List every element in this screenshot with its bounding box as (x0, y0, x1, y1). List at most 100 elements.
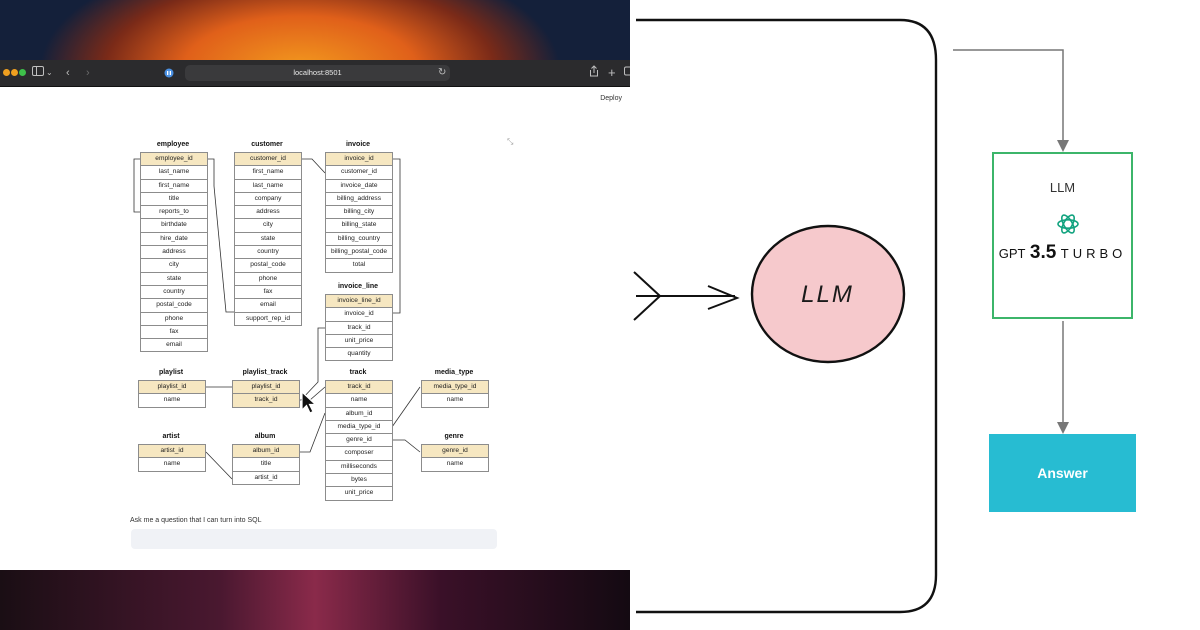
table-column: billing_country (326, 232, 392, 247)
table-column: fax (235, 285, 301, 300)
browser-window: ⌄ ‹ › localhost:8501 ↻ + Deploy ⤡ (0, 60, 630, 570)
table-column: artist_id (233, 471, 299, 485)
arrowhead-answer (1057, 422, 1069, 434)
answer-box: Answer (989, 434, 1136, 512)
table-column: customer_id (235, 153, 301, 167)
table-title-playlist-track: playlist_track (242, 369, 288, 376)
table-title-customer: customer (251, 141, 283, 148)
share-icon[interactable] (589, 65, 599, 82)
table-title-playlist: playlist (158, 369, 184, 376)
table-column: postal_code (235, 259, 301, 273)
site-info-icon[interactable] (164, 67, 174, 83)
table-title-invoice-line: invoice_line (337, 283, 379, 290)
arrowhead-llm-box (1057, 140, 1069, 152)
sidebar-toggle-icon[interactable] (32, 65, 44, 81)
table-column: birthdate (141, 219, 207, 233)
table-column: media_type_id (326, 420, 392, 435)
table-column: phone (141, 312, 207, 326)
table-column: name (139, 394, 205, 408)
chevron-down-icon[interactable]: ⌄ (46, 68, 53, 77)
table-column: billing_city (326, 206, 392, 220)
table-invoice-line: invoice_line_id invoice_id track_id unit… (325, 294, 393, 362)
reload-icon[interactable]: ↻ (438, 67, 447, 78)
table-column: first_name (141, 179, 207, 193)
table-column: billing_address (326, 192, 392, 207)
table-title-track: track (349, 369, 367, 376)
table-column: employee_id (141, 153, 207, 167)
minimize-window-button[interactable] (11, 69, 18, 76)
table-column: unit_price (326, 487, 392, 501)
loop-frame (636, 18, 938, 614)
table-column: name (326, 394, 392, 408)
table-column: invoice_date (326, 179, 392, 193)
table-column: quantity (326, 348, 392, 362)
connector-to-llm-box (953, 49, 1064, 150)
close-window-button[interactable] (3, 69, 10, 76)
table-column: city (235, 219, 301, 233)
table-playlist: playlist_id name (138, 380, 206, 408)
table-column: state (235, 232, 301, 247)
table-column: genre_id (326, 434, 392, 448)
gpt-version: 3.5 (1029, 242, 1057, 263)
table-column: total (326, 259, 392, 273)
table-column: city (141, 259, 207, 273)
table-column: track_id (326, 381, 392, 395)
table-column: name (422, 458, 488, 472)
table-employee: employee_id last_name first_name title r… (140, 152, 208, 353)
table-column: name (422, 394, 488, 408)
table-column: address (235, 206, 301, 220)
table-column: last_name (235, 179, 301, 193)
tab-overview-icon[interactable] (624, 65, 630, 81)
table-title-invoice: invoice (345, 141, 371, 148)
table-column: support_rep_id (235, 312, 301, 326)
table-title-artist: artist (162, 433, 180, 440)
fullscreen-icon[interactable]: ⤡ (507, 137, 514, 146)
table-playlist-track: playlist_id track_id (232, 380, 300, 408)
forward-arrow-icon[interactable]: › (86, 67, 90, 79)
table-column: email (235, 299, 301, 313)
table-column: fax (141, 325, 207, 340)
openai-logo-icon (1056, 212, 1080, 241)
question-label: Ask me a question that I can turn into S… (130, 517, 262, 524)
sketch-arrow-to-llm (633, 271, 740, 321)
table-invoice: invoice_id customer_id invoice_date bill… (325, 152, 393, 273)
table-column: media_type_id (422, 381, 488, 395)
table-column: billing_state (326, 219, 392, 233)
table-column: composer (326, 447, 392, 461)
gpt-prefix: GPT (998, 246, 1026, 261)
table-column: address (141, 246, 207, 260)
table-column: invoice_id (326, 308, 392, 322)
table-column: artist_id (139, 445, 205, 459)
llm-model-box: LLM GPT 3.5 TURBO (992, 152, 1133, 319)
question-input[interactable] (131, 529, 497, 549)
llm-circle-label: LLM (801, 281, 854, 308)
back-arrow-icon[interactable]: ‹ (66, 67, 70, 79)
table-column: state (141, 272, 207, 286)
table-column: track_id (326, 321, 392, 335)
table-column: phone (235, 272, 301, 286)
deploy-button[interactable]: Deploy (600, 95, 622, 102)
new-tab-icon[interactable]: + (608, 65, 616, 80)
browser-toolbar: ⌄ ‹ › localhost:8501 ↻ + (0, 60, 630, 87)
zoom-window-button[interactable] (19, 69, 26, 76)
llm-circle-shape (750, 224, 906, 364)
table-title-album: album (254, 433, 276, 440)
table-column: track_id (233, 394, 299, 408)
table-column: name (139, 458, 205, 472)
table-column: country (141, 285, 207, 300)
table-column: title (233, 458, 299, 472)
table-genre: genre_id name (421, 444, 489, 472)
table-column: bytes (326, 474, 392, 488)
table-column: country (235, 246, 301, 260)
schema-relationships (133, 158, 421, 480)
wallpaper-bottom (0, 570, 630, 630)
table-column: invoice_id (326, 153, 392, 167)
table-artist: artist_id name (138, 444, 206, 472)
address-bar[interactable]: localhost:8501 (185, 65, 450, 81)
table-column: customer_id (326, 166, 392, 180)
table-column: billing_postal_code (326, 246, 392, 260)
table-column: album_id (326, 407, 392, 421)
table-column: company (235, 192, 301, 207)
table-customer: customer_id first_name last_name company… (234, 152, 302, 326)
table-title-media-type: media_type (434, 369, 474, 376)
